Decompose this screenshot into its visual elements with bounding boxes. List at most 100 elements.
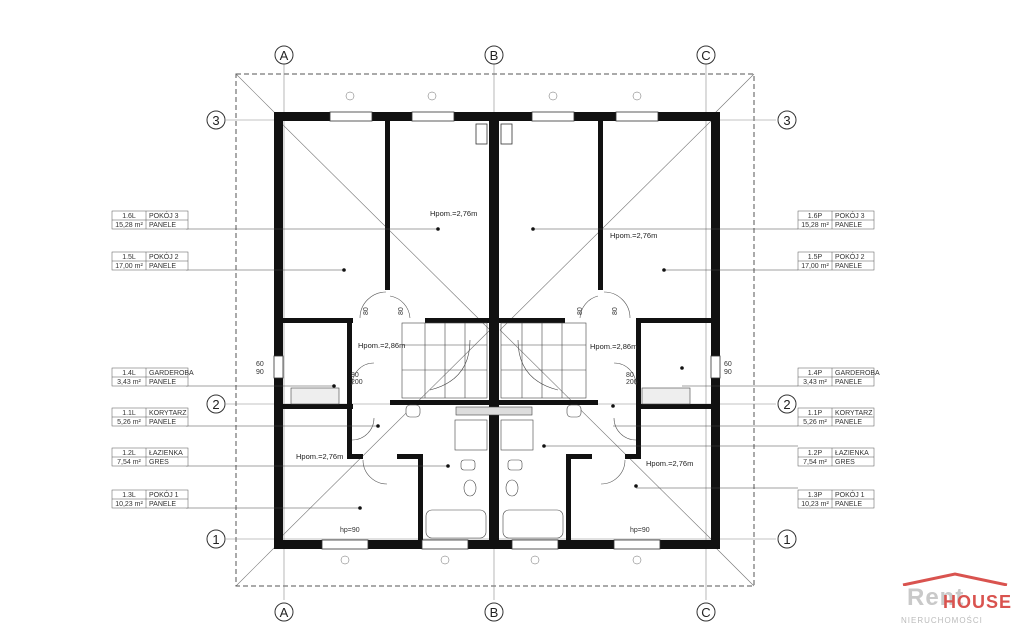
roof-ridges xyxy=(235,73,755,587)
door-swings xyxy=(351,291,637,485)
door-label-3: 80 xyxy=(577,307,584,315)
height-upper-right: Hpom.=2,76m xyxy=(610,231,657,240)
room-code-right-5: 1.2P xyxy=(808,450,823,457)
roof-outline xyxy=(235,73,755,587)
stairs-right xyxy=(500,322,587,399)
room-name-left-2: POKÓJ 2 xyxy=(149,252,179,261)
room-name-right-4: KORYTARZ xyxy=(835,410,873,417)
axis-label-top-a: A xyxy=(280,48,289,63)
axis-label-top-b: B xyxy=(490,48,499,63)
door-label-12: 90 xyxy=(724,369,732,376)
room-label-right-1: 1.6P POKÓJ 3 15,28 m² PANELE xyxy=(797,210,875,230)
axis-label-top-c: C xyxy=(701,48,710,63)
leaders-left xyxy=(186,228,448,509)
room-area-right-1: 15,28 m² xyxy=(801,222,829,229)
room-finish-right-3: PANELE xyxy=(835,379,862,386)
room-label-left-1: 1.6L POKÓJ 3 15,28 m² PANELE xyxy=(111,210,189,230)
room-finish-left-1: PANELE xyxy=(149,222,176,229)
logo-word-rent: Rent xyxy=(907,584,965,611)
door-label-10: 90 xyxy=(256,369,264,376)
room-name-left-1: POKÓJ 3 xyxy=(149,211,179,220)
room-name-left-5: ŁAZIENKA xyxy=(149,450,183,457)
windows xyxy=(273,111,721,550)
walls xyxy=(274,112,720,549)
company-logo: Rent HOUSE NIERUCHOMOŚCI xyxy=(893,570,1017,628)
logo-word-house: HOUSE xyxy=(943,592,1013,612)
room-label-right-4: 1.1P KORYTARZ 5,26 m² PANELE xyxy=(797,407,875,427)
door-label-11: 60 xyxy=(724,361,732,368)
room-code-left-1: 1.6L xyxy=(122,213,136,220)
room-code-left-3: 1.4L xyxy=(122,370,136,377)
axis-bubbles: A B C A B C 3 2 1 3 2 1 xyxy=(206,45,797,622)
room-name-left-3: GARDEROBA xyxy=(149,370,194,377)
room-finish-left-2: PANELE xyxy=(149,263,176,270)
room-area-left-6: 10,23 m² xyxy=(115,501,143,508)
room-area-left-5: 7,54 m² xyxy=(117,459,141,466)
logo-roof-icon xyxy=(902,572,1008,586)
leader-dots-right xyxy=(531,227,684,488)
door-label-7: 80 xyxy=(626,372,634,379)
room-area-right-2: 17,00 m² xyxy=(801,263,829,270)
leader-dots-left xyxy=(332,227,450,510)
height-upper-left: Hpom.=2,76m xyxy=(430,209,477,218)
stairs-left xyxy=(401,322,488,399)
room-label-left-2: 1.5L POKÓJ 2 17,00 m² PANELE xyxy=(111,251,189,271)
room-finish-left-5: GRES xyxy=(149,459,169,466)
room-label-right-2: 1.5P POKÓJ 2 17,00 m² PANELE xyxy=(797,251,875,271)
window-tags xyxy=(340,91,642,565)
leaders-right xyxy=(533,228,798,489)
room-area-right-5: 7,54 m² xyxy=(803,459,827,466)
door-label-5: 80 xyxy=(351,372,359,379)
room-name-left-4: KORYTARZ xyxy=(149,410,187,417)
room-name-right-6: POKÓJ 1 xyxy=(835,490,865,499)
room-area-left-4: 5,26 m² xyxy=(117,419,141,426)
axis-label-right-3: 3 xyxy=(783,113,790,128)
room-finish-right-2: PANELE xyxy=(835,263,862,270)
axis-label-left-2: 2 xyxy=(212,397,219,412)
bathroom-fixtures xyxy=(290,387,691,539)
room-code-left-4: 1.1L xyxy=(122,410,136,417)
room-finish-right-5: GRES xyxy=(835,459,855,466)
room-label-left-5: 1.2L ŁAZIENKA 7,54 m² GRES xyxy=(111,447,189,467)
door-label-1: 80 xyxy=(363,307,370,315)
door-label-9: 60 xyxy=(256,361,264,368)
room-finish-left-3: PANELE xyxy=(149,379,176,386)
height-mid-right: Hpom.=2,86m xyxy=(590,342,637,351)
axis-label-bottom-c: C xyxy=(701,605,710,620)
axis-label-right-1: 1 xyxy=(783,532,790,547)
logo-subtitle: NIERUCHOMOŚCI xyxy=(901,616,983,625)
room-code-right-4: 1.1P xyxy=(808,410,823,417)
room-finish-right-1: PANELE xyxy=(835,222,862,229)
room-code-right-3: 1.4P xyxy=(808,370,823,377)
room-area-right-4: 5,26 m² xyxy=(803,419,827,426)
door-label-4: 80 xyxy=(612,307,619,315)
room-name-right-2: POKÓJ 2 xyxy=(835,252,865,261)
axis-label-bottom-a: A xyxy=(280,605,289,620)
room-code-left-5: 1.2L xyxy=(122,450,136,457)
door-label-8: 200 xyxy=(626,379,638,386)
room-finish-left-4: PANELE xyxy=(149,419,176,426)
room-finish-left-6: PANELE xyxy=(149,501,176,508)
room-area-left-2: 17,00 m² xyxy=(115,263,143,270)
room-name-left-6: POKÓJ 1 xyxy=(149,490,179,499)
room-area-right-6: 10,23 m² xyxy=(801,501,829,508)
door-label-2: 80 xyxy=(398,307,405,315)
height-mid-left: Hpom.=2,86m xyxy=(358,341,405,350)
room-code-right-2: 1.5P xyxy=(808,254,823,261)
height-low-left: Hpom.=2,76m xyxy=(296,452,343,461)
room-code-left-2: 1.5L xyxy=(122,254,136,261)
room-area-left-1: 15,28 m² xyxy=(115,222,143,229)
room-name-right-1: POKÓJ 3 xyxy=(835,211,865,220)
room-label-left-4: 1.1L KORYTARZ 5,26 m² PANELE xyxy=(111,407,189,427)
room-code-right-1: 1.6P xyxy=(808,213,823,220)
room-finish-right-4: PANELE xyxy=(835,419,862,426)
room-area-left-3: 3,43 m² xyxy=(117,379,141,386)
room-finish-right-6: PANELE xyxy=(835,501,862,508)
window-hp-1: hp=90 xyxy=(340,527,360,534)
room-name-right-5: ŁAZIENKA xyxy=(835,450,869,457)
axis-label-left-1: 1 xyxy=(212,532,219,547)
